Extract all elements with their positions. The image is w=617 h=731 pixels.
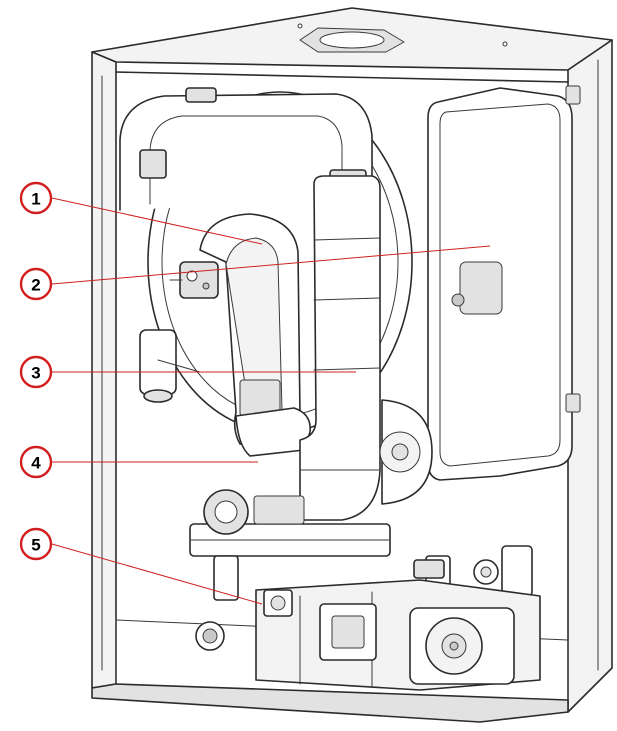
callout-number-4: 4 — [31, 454, 41, 473]
callout-number-1: 1 — [31, 190, 40, 209]
callout-number-2: 2 — [31, 276, 40, 295]
expansion-vessel — [427, 85, 581, 481]
callout-circle-2 — [19, 267, 53, 301]
callout-circle-4 — [19, 445, 53, 479]
flue-hood — [119, 87, 373, 211]
callout-leader-5 — [51, 543, 263, 605]
combustion-tube — [299, 175, 381, 521]
callout-layer: 1 2 3 4 5 — [19, 181, 491, 605]
hydraulic-group — [195, 545, 541, 691]
sensor-cylinder — [139, 329, 201, 403]
callout-circle-5 — [19, 527, 53, 561]
boiler-casing — [91, 7, 613, 723]
callout-circle-1 — [19, 181, 53, 215]
fan-housing — [379, 399, 433, 505]
air-intake-duct — [199, 213, 311, 457]
callout-number-3: 3 — [31, 364, 40, 383]
callout-leader-1 — [51, 197, 263, 245]
callout-circle-3 — [19, 355, 53, 389]
lower-manifold — [189, 489, 391, 557]
callout-leader-2 — [51, 245, 491, 285]
callout-number-5: 5 — [31, 536, 40, 555]
ignition-electrode — [169, 261, 219, 299]
